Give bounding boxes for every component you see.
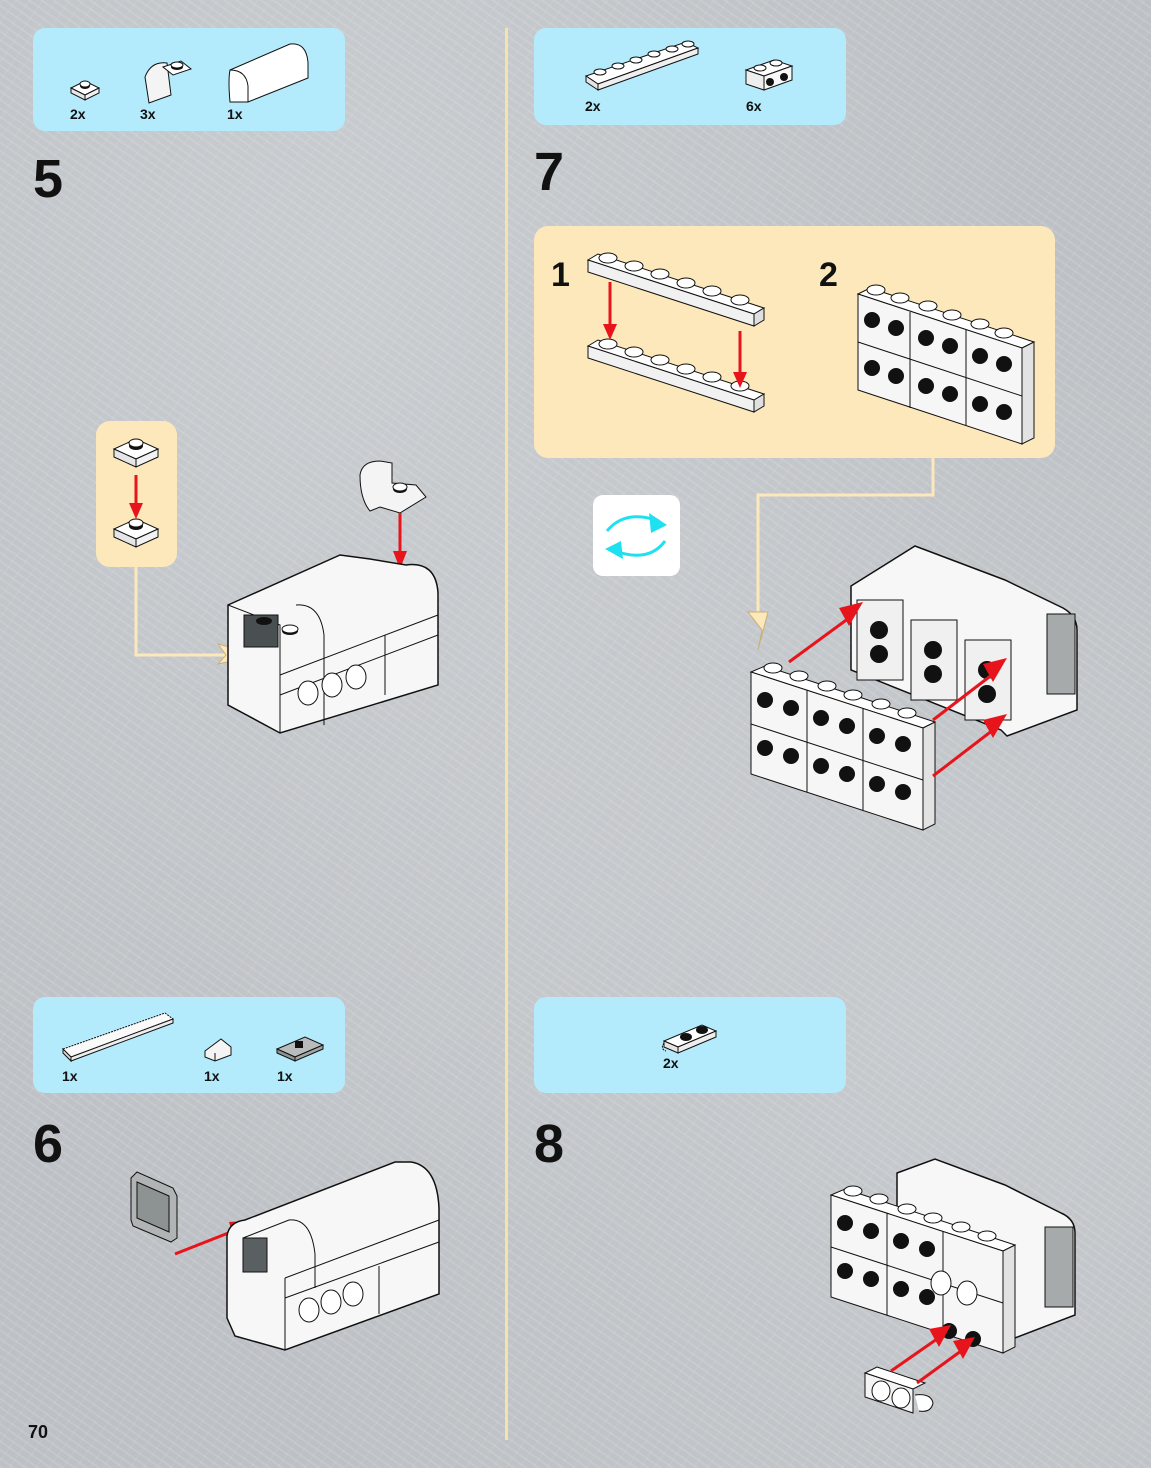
substep-number: 1 — [551, 256, 570, 294]
part-qty: 2x — [585, 98, 601, 114]
part-qty: 6x — [746, 98, 762, 114]
step-7-model-illustration — [749, 545, 1078, 831]
substep-number: 2 — [819, 256, 838, 294]
page-number: 70 — [28, 1422, 49, 1442]
plate-stack-illustration — [112, 438, 160, 548]
part-qty: 1x — [62, 1068, 78, 1084]
part-qty: 2x — [70, 106, 86, 122]
rotate-arrows-icon — [605, 513, 667, 559]
substep-callout-step-7: 1 2 — [534, 226, 1055, 458]
part-qty: 3x — [140, 106, 156, 122]
plate-1x2-dark-grey-icon — [275, 1036, 325, 1062]
parts-callout-step-5: 2x 3x 1x — [33, 28, 345, 131]
tile-1x6-icon — [62, 1012, 175, 1063]
slope-1x1-icon — [204, 1038, 232, 1062]
step-8-model-illustration — [829, 1158, 1076, 1414]
brick-1x2-side-studs-icon — [744, 59, 794, 91]
step-number: 6 — [33, 1114, 64, 1174]
part-qty: 1x — [277, 1068, 293, 1084]
rotate-model-icon — [593, 495, 680, 576]
part-qty: 2x — [663, 1055, 679, 1071]
step-number: 8 — [534, 1114, 565, 1174]
substep-2-brick-wall-illustration — [856, 284, 1036, 445]
plate-1x2-clip-icon — [661, 1024, 718, 1054]
part-qty: 1x — [204, 1068, 220, 1084]
part-qty: 1x — [227, 106, 243, 122]
plate-1x6-icon — [584, 40, 700, 91]
step-5-model-illustration — [227, 460, 439, 734]
column-divider — [505, 28, 508, 1440]
step-6-model-illustration — [130, 1161, 440, 1351]
step-number: 5 — [33, 149, 64, 209]
parts-callout-step-8: 2x — [534, 997, 846, 1093]
parts-callout-step-6: 1x 1x 1x — [33, 997, 345, 1093]
substep-1-plates-illustration — [586, 252, 766, 413]
step-number: 7 — [534, 142, 565, 202]
slope-curved-2x4-icon — [228, 43, 309, 103]
parts-callout-step-7: 2x 6x — [534, 28, 846, 125]
substep-callout-step-5 — [96, 421, 177, 567]
slope-curved-1x1-icon — [144, 60, 193, 104]
plate-1x1-icon — [69, 80, 101, 101]
